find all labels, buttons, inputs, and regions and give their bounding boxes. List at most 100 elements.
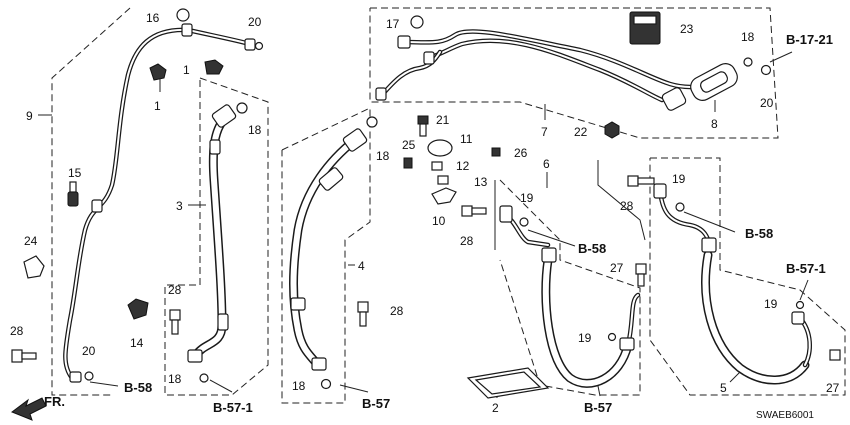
callout-28a: 28 xyxy=(10,324,24,338)
arrow-b58-right xyxy=(683,211,736,233)
bolt-21 xyxy=(417,115,429,137)
callout-4: 4 xyxy=(358,259,365,273)
oring-19b xyxy=(607,332,617,342)
bolt-28d xyxy=(461,205,487,217)
callout-19c: 19 xyxy=(672,172,686,186)
ref-b-58-mid[interactable]: B-58 xyxy=(578,241,606,256)
relay-23 xyxy=(629,11,661,45)
ref-b-57-right[interactable]: B-57 xyxy=(584,400,612,415)
outline-group-6 xyxy=(499,179,641,396)
callout-28c: 28 xyxy=(390,304,404,318)
ref-b-58-right[interactable]: B-58 xyxy=(745,226,773,241)
callout-28b: 28 xyxy=(168,283,182,297)
pipe-9 xyxy=(63,23,256,383)
callout-12: 12 xyxy=(456,159,470,173)
callout-1b: 1 xyxy=(154,99,161,113)
oring-20b xyxy=(84,371,94,381)
callout-2: 2 xyxy=(492,401,499,415)
switch-15 xyxy=(67,181,79,207)
oring-19c xyxy=(675,202,685,212)
clip-26 xyxy=(491,147,501,157)
clip-24 xyxy=(23,255,45,279)
label-plate-2 xyxy=(466,367,550,399)
callout-28e: 28 xyxy=(620,199,634,213)
ref-b-57-1-right[interactable]: B-57-1 xyxy=(786,261,826,276)
outline-group-5 xyxy=(649,157,846,396)
clip-12 xyxy=(431,161,443,171)
callout-7: 7 xyxy=(541,125,548,139)
callout-20b: 20 xyxy=(82,344,96,358)
callout-14: 14 xyxy=(130,336,144,350)
clamp-11 xyxy=(427,139,453,157)
outline-group-ll xyxy=(597,160,646,241)
callout-24: 24 xyxy=(24,234,38,248)
callout-22: 22 xyxy=(574,125,588,139)
callout-18c: 18 xyxy=(168,372,182,386)
diagram-code: SWAEB6001 xyxy=(756,410,814,421)
callout-25: 25 xyxy=(402,138,416,152)
callout-28d: 28 xyxy=(460,234,474,248)
cap-17 xyxy=(410,15,424,29)
oring-19d xyxy=(795,300,805,310)
clip-13 xyxy=(437,175,449,185)
callout-9: 9 xyxy=(26,109,33,123)
callout-11: 11 xyxy=(460,132,473,146)
ref-b-17-21[interactable]: B-17-21 xyxy=(786,32,833,47)
callout-18d: 18 xyxy=(376,149,390,163)
outline-group-4 xyxy=(281,107,371,404)
hose-4 xyxy=(289,128,368,371)
outline-group-9 xyxy=(51,7,131,396)
callout-5: 5 xyxy=(720,381,727,395)
oring-20a xyxy=(254,41,264,51)
arrow-b57-right xyxy=(597,385,601,397)
bolt-28b xyxy=(169,309,181,335)
callout-15: 15 xyxy=(68,166,82,180)
ref-b-57-1-left[interactable]: B-57-1 xyxy=(213,400,253,415)
callout-26: 26 xyxy=(514,146,528,160)
nut-22 xyxy=(604,121,620,139)
gasket-plate-8 xyxy=(661,63,738,111)
callout-18b: 18 xyxy=(248,123,262,137)
bolt-28c xyxy=(357,301,369,327)
oring-18a xyxy=(743,57,753,67)
ref-b-58-left[interactable]: B-58 xyxy=(124,380,152,395)
bracket-14 xyxy=(127,298,149,320)
arrow-b58-left xyxy=(89,381,119,387)
callout-1a: 1 xyxy=(183,63,190,77)
arrow-b57-mid xyxy=(339,384,369,393)
hose-6 xyxy=(499,205,641,388)
outline-group-7 xyxy=(369,7,779,139)
callout-6: 6 xyxy=(543,157,550,171)
bolt-28a xyxy=(11,349,37,363)
callout-16: 16 xyxy=(146,11,160,25)
callout-10: 10 xyxy=(432,214,446,228)
callout-18a: 18 xyxy=(741,30,755,44)
arrow-b571-left xyxy=(209,379,233,393)
oring-20c xyxy=(760,64,772,76)
hose-3 xyxy=(187,104,237,363)
clamp-1a xyxy=(149,63,167,81)
ref-b-57-mid[interactable]: B-57 xyxy=(362,396,390,411)
oring-18e xyxy=(320,378,332,390)
callout-21: 21 xyxy=(436,113,450,127)
pipe-7 xyxy=(375,29,733,103)
callout-20c: 20 xyxy=(760,96,774,110)
clamp-1b xyxy=(204,59,224,75)
callout-27a: 27 xyxy=(610,261,624,275)
bolt-27a xyxy=(635,263,647,287)
hose-5 xyxy=(653,183,812,385)
bracket-10 xyxy=(431,187,457,205)
callout-19b: 19 xyxy=(578,331,592,345)
outline-group-3 xyxy=(164,77,269,396)
callout-13: 13 xyxy=(474,175,488,189)
bolt-27b xyxy=(829,349,841,361)
callout-18e: 18 xyxy=(292,379,306,393)
arrow-b1721 xyxy=(769,51,793,63)
nut-25 xyxy=(403,157,413,169)
arrow-b571 xyxy=(799,279,809,301)
callout-20a: 20 xyxy=(248,15,262,29)
callout-19d: 19 xyxy=(764,297,778,311)
oring-18b xyxy=(236,102,248,114)
